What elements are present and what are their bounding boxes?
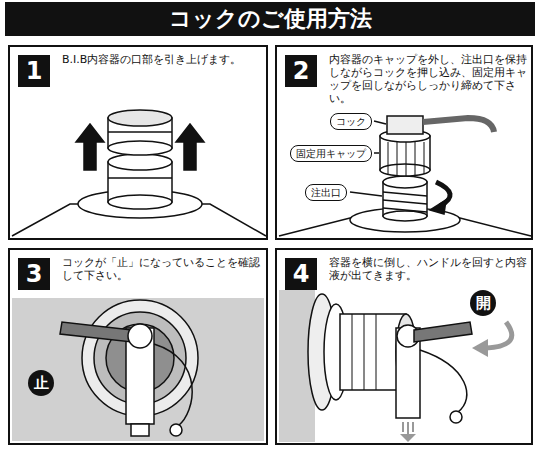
- leader-line: [374, 152, 379, 154]
- neck-ridge: [108, 177, 172, 179]
- step-text: コックが「止」になっていることを確認して下さい。: [62, 256, 262, 282]
- title-bar: コックのご使用方法: [5, 2, 535, 36]
- nozzle-cap: [170, 424, 182, 436]
- step-number: 2: [285, 55, 317, 87]
- closed-illustration: [12, 298, 264, 441]
- spout-top: [383, 176, 427, 188]
- open-arrow: [486, 322, 512, 348]
- turn-arrow-head: [430, 200, 446, 214]
- part-callout: コック: [330, 113, 372, 130]
- callout-text: 固定用キャップ: [296, 148, 366, 160]
- open-arrow-head: [472, 339, 488, 357]
- step-panel: 内容器のキャップを外し、注出口を保持しながらコックを押し込み、固定用キャップを回…: [275, 45, 533, 240]
- step-number: 1: [18, 55, 50, 87]
- upper-ring-base: [108, 141, 172, 155]
- lower-neck-base: [108, 195, 172, 209]
- leader-line: [374, 121, 386, 124]
- cock-knob: [128, 324, 152, 348]
- badge-circle: [28, 370, 54, 396]
- step-text: 容器を横に倒し、ハンドルを回すと内容液が出てきます。: [329, 256, 529, 282]
- part-callout: 注出口: [305, 184, 347, 201]
- spout-thread: [383, 192, 427, 212]
- up-arrow: [176, 124, 204, 170]
- open-illustration: [279, 290, 512, 442]
- spout-base: [383, 211, 427, 221]
- step-text: B.I.B内容器の口部を引き上げます。: [62, 53, 262, 66]
- liquid-arrow: [400, 434, 416, 442]
- callout-text: 注出口: [311, 187, 341, 199]
- step-number-text: 3: [26, 260, 43, 288]
- upper-ring-top: [108, 110, 172, 126]
- lower-neck-top: [108, 154, 172, 170]
- cock-body: [387, 116, 423, 134]
- neck-illustration: [12, 110, 266, 236]
- cap-cord: [154, 344, 192, 426]
- step-number-text: 4: [293, 260, 310, 288]
- cock-handle: [414, 322, 472, 342]
- badge-circle: [470, 290, 496, 316]
- assembly-illustration: [279, 116, 531, 236]
- step-number-text: 1: [26, 57, 43, 85]
- up-arrow: [76, 124, 104, 170]
- step-number: 4: [285, 258, 317, 290]
- cock-handle: [60, 322, 132, 342]
- callout-text: コック: [336, 116, 366, 128]
- liquid-flow: [403, 422, 413, 434]
- state-text: 止: [34, 375, 49, 391]
- ring-ridge: [108, 131, 172, 133]
- step-text: 内容器のキャップを外し、注出口を保持しながらコックを押し込み、固定用キャップを回…: [329, 53, 529, 105]
- step-panel: B.I.B内容器の口部を引き上げます。 1: [8, 45, 268, 240]
- part-callout: 固定用キャップ: [290, 145, 372, 162]
- cap-cord: [420, 350, 467, 412]
- step-panel: 容器を横に倒し、ハンドルを回すと内容液が出てきます。 4 開: [275, 248, 533, 445]
- step-number: 3: [18, 258, 50, 290]
- step-number-text: 2: [293, 57, 310, 85]
- cock-handle: [423, 118, 494, 132]
- leader-line: [350, 192, 382, 196]
- state-badge: 止: [28, 370, 54, 396]
- background: [12, 298, 264, 441]
- state-badge: 開: [470, 290, 496, 316]
- nozzle-cap: [450, 411, 462, 423]
- nozzle: [131, 424, 149, 436]
- state-text: 開: [476, 295, 491, 311]
- step-panel: コックが「止」になっていることを確認して下さい。 3 止: [8, 248, 268, 445]
- cap-ridges: [388, 142, 424, 176]
- cap-ridges: [352, 314, 376, 390]
